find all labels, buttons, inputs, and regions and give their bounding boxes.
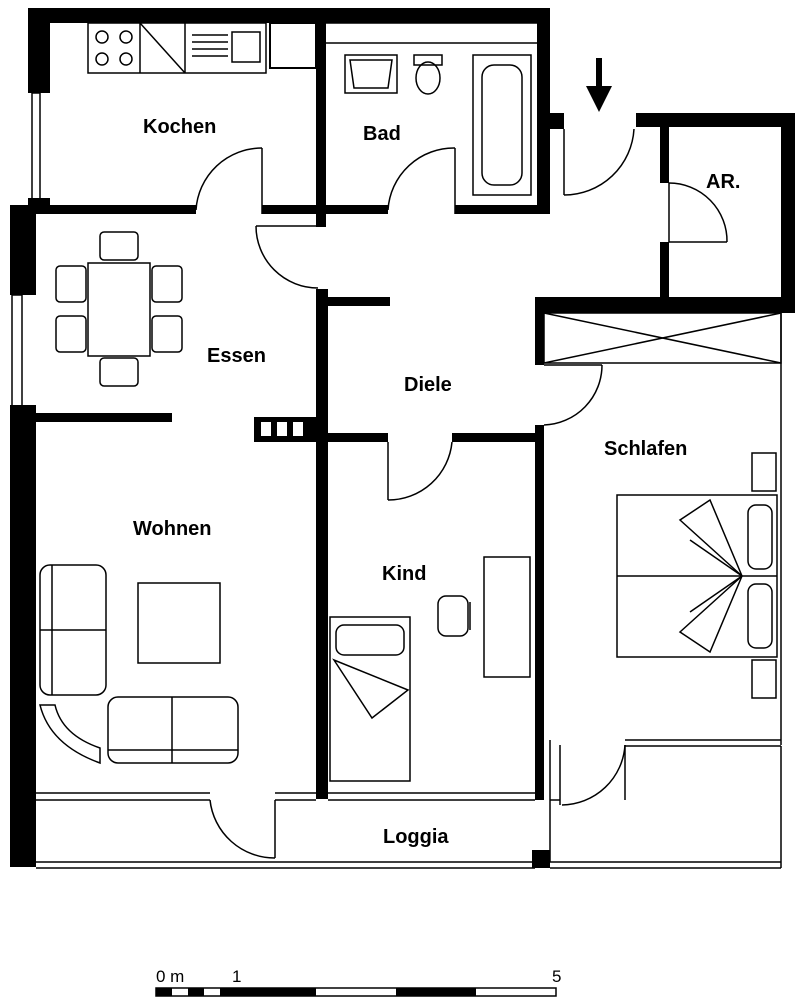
entrance-arrow-icon: [586, 58, 612, 112]
kitchen-counter: [87, 22, 317, 74]
room-label-loggia: Loggia: [383, 826, 449, 848]
bathroom-fixtures: [326, 22, 537, 196]
scale-bar: 0 m 1 5: [155, 967, 561, 997]
scale-label-zero: 0 m: [156, 967, 184, 986]
room-label-kochen: Kochen: [143, 116, 216, 138]
room-label-diele: Diele: [404, 374, 452, 396]
doors: [195, 128, 728, 859]
room-label-ar: AR.: [706, 171, 740, 193]
room-label-essen: Essen: [207, 345, 266, 367]
walls: [10, 8, 795, 868]
loggia-outline: [36, 739, 782, 869]
room-label-kind: Kind: [382, 563, 426, 585]
double-bed: [616, 452, 778, 699]
living-room-furniture: [39, 564, 239, 765]
wardrobe: [543, 312, 782, 364]
room-label-wohnen: Wohnen: [133, 518, 212, 540]
dining-table: [55, 231, 183, 387]
scale-label-five: 5: [552, 967, 561, 986]
kid-room-furniture: [329, 556, 531, 782]
room-label-bad: Bad: [363, 123, 401, 145]
room-label-schlafen: Schlafen: [604, 438, 687, 460]
scale-label-one: 1: [232, 967, 241, 986]
